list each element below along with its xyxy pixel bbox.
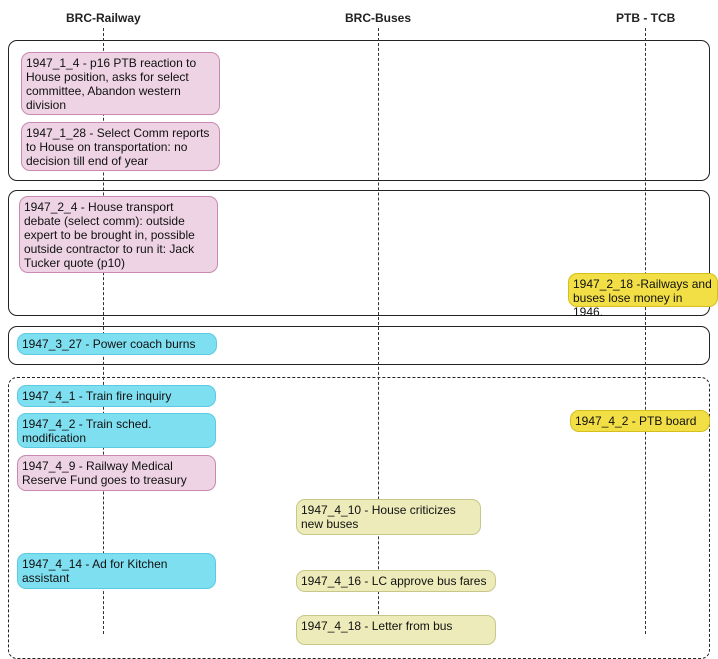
event-card[interactable]: 1947_4_2 - Train sched. modification (17, 413, 216, 448)
event-card[interactable]: 1947_2_4 - House transport debate (selec… (19, 196, 218, 273)
event-card[interactable]: 1947_1_28 - Select Comm reports to House… (21, 122, 220, 171)
event-card[interactable]: 1947_4_9 - Railway Medical Reserve Fund … (17, 455, 216, 491)
lane-lifeline-brc-railway (103, 28, 104, 634)
lane-lifeline-brc-buses (378, 28, 379, 634)
lane-lifeline-ptb-tcb (645, 28, 646, 634)
event-card[interactable]: 1947_2_18 -Railways and buses lose money… (568, 273, 718, 319)
event-card[interactable]: 1947_3_27 - Power coach burns (17, 333, 217, 355)
lane-header-brc-railway: BRC-Railway (66, 11, 141, 25)
event-card[interactable]: 1947_4_14 - Ad for Kitchen assistant (17, 553, 216, 589)
event-card[interactable]: 1947_4_1 - Train fire inquiry (17, 385, 216, 407)
lane-header-ptb-tcb: PTB - TCB (616, 11, 676, 25)
event-card[interactable]: 1947_4_10 - House criticizes new buses (296, 499, 481, 535)
event-card[interactable]: 1947_1_4 - p16 PTB reaction to House pos… (21, 52, 220, 115)
group-box-mar (8, 326, 710, 365)
group-box-feb (8, 190, 710, 316)
group-box-jan (8, 40, 710, 181)
lane-header-brc-buses: BRC-Buses (345, 11, 412, 25)
event-card[interactable]: 1947_4_16 - LC approve bus fares (296, 570, 496, 592)
event-card[interactable]: 1947_4_18 - Letter from bus (296, 615, 496, 645)
event-card[interactable]: 1947_4_2 - PTB board (570, 410, 710, 432)
